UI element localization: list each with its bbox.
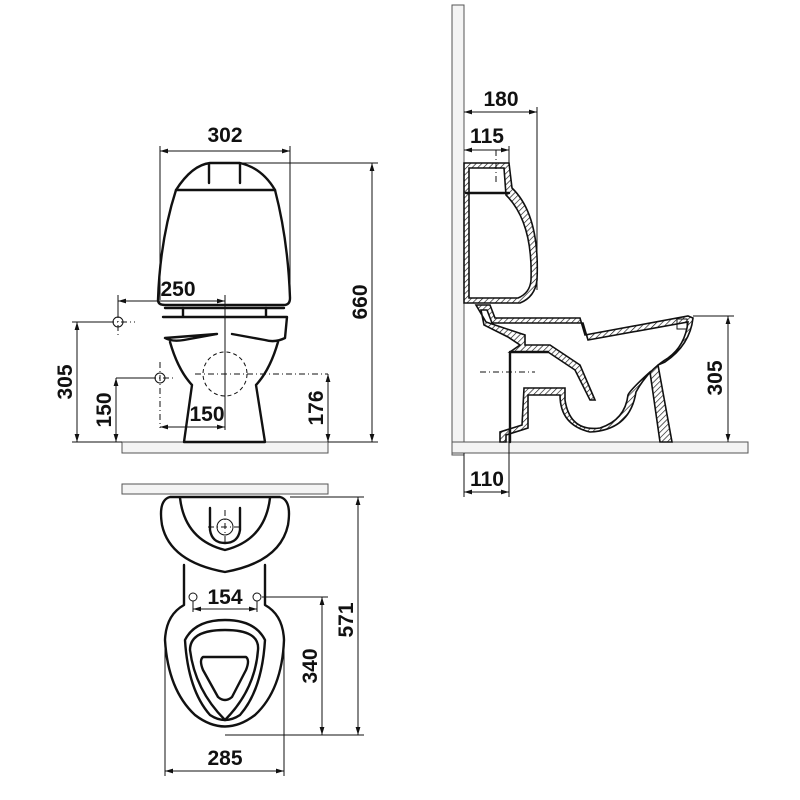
dim-inlet-horizontal: 250 [160,278,195,301]
front-view: 302 660 250 305 150 150 176 [54,124,378,454]
dim-outlet-height: 176 [305,390,328,425]
dim-seat-height: 305 [704,360,727,395]
tank-section [463,162,539,304]
dim-inlet-height: 305 [54,364,77,399]
dim-tank-width: 302 [207,124,242,147]
dim-outlet-from-wall: 110 [470,468,504,491]
tank-top [159,495,291,574]
bowl-pedestal [168,340,280,444]
side-view: 180 115 305 110 [451,4,749,497]
bowl-top [163,563,286,728]
dim-total-height: 660 [349,284,372,319]
dim-drain-offset-horizontal: 150 [189,403,224,426]
dim-total-depth: 571 [335,602,358,637]
tank-lid [174,161,277,192]
dim-drain-offset-height: 150 [93,392,116,427]
floor-slab-side [451,441,749,454]
bowl-section [474,304,694,443]
dim-bolt-spacing: 154 [207,586,242,609]
floor-slab [121,441,329,454]
top-view: 154 340 571 285 [121,483,364,776]
wall-top [121,483,329,495]
dim-inlet-from-wall: 115 [470,125,504,148]
dim-tank-depth: 180 [483,88,518,111]
seat-rim [161,315,289,343]
dim-bowl-width: 285 [207,747,242,770]
dim-bolt-to-front: 340 [299,648,322,683]
wall [451,4,465,456]
